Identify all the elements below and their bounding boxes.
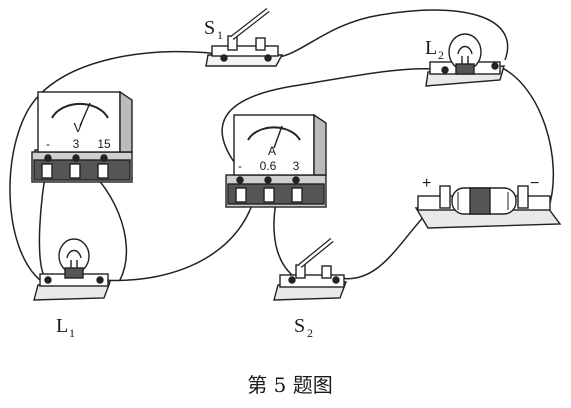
lamp-l1 <box>33 238 112 301</box>
voltmeter-terminal-3: 3 <box>73 137 80 151</box>
ammeter-symbol: A <box>268 144 276 158</box>
l1-subscript: 1 <box>69 326 75 340</box>
wire-s1-to-l1 <box>9 50 228 281</box>
wire-ammeter-to-l2 <box>221 67 446 171</box>
l2-subscript: 2 <box>438 48 444 62</box>
voltmeter-symbol: V <box>74 120 83 135</box>
switch-s2 <box>273 238 348 301</box>
s2-label: S <box>294 315 305 337</box>
ammeter <box>225 113 327 208</box>
switch-s1 <box>205 8 284 67</box>
ammeter-terminal-0-6: 0.6 <box>260 159 277 173</box>
s2-subscript: 2 <box>307 326 313 340</box>
battery-minus-label: − <box>530 175 539 192</box>
wire-s1-to-l2 <box>266 9 509 61</box>
voltmeter-terminal-15: 15 <box>97 137 111 151</box>
battery-plus-label: + <box>422 175 431 192</box>
figure-caption: 第 5 题图 <box>247 373 332 397</box>
lamp-l2 <box>425 33 505 87</box>
ammeter-terminal-minus: - <box>238 159 242 173</box>
s1-label: S <box>204 17 215 39</box>
voltmeter-terminal-minus: - <box>46 137 50 151</box>
l2-label: L <box>425 37 437 59</box>
l1-label: L <box>56 315 68 337</box>
wire-l2-to-battery <box>494 64 555 211</box>
s1-subscript: 1 <box>217 28 223 42</box>
ammeter-terminal-3: 3 <box>293 159 300 173</box>
wire-s2-to-battery <box>339 209 431 280</box>
voltmeter <box>31 90 134 183</box>
battery <box>414 185 562 229</box>
